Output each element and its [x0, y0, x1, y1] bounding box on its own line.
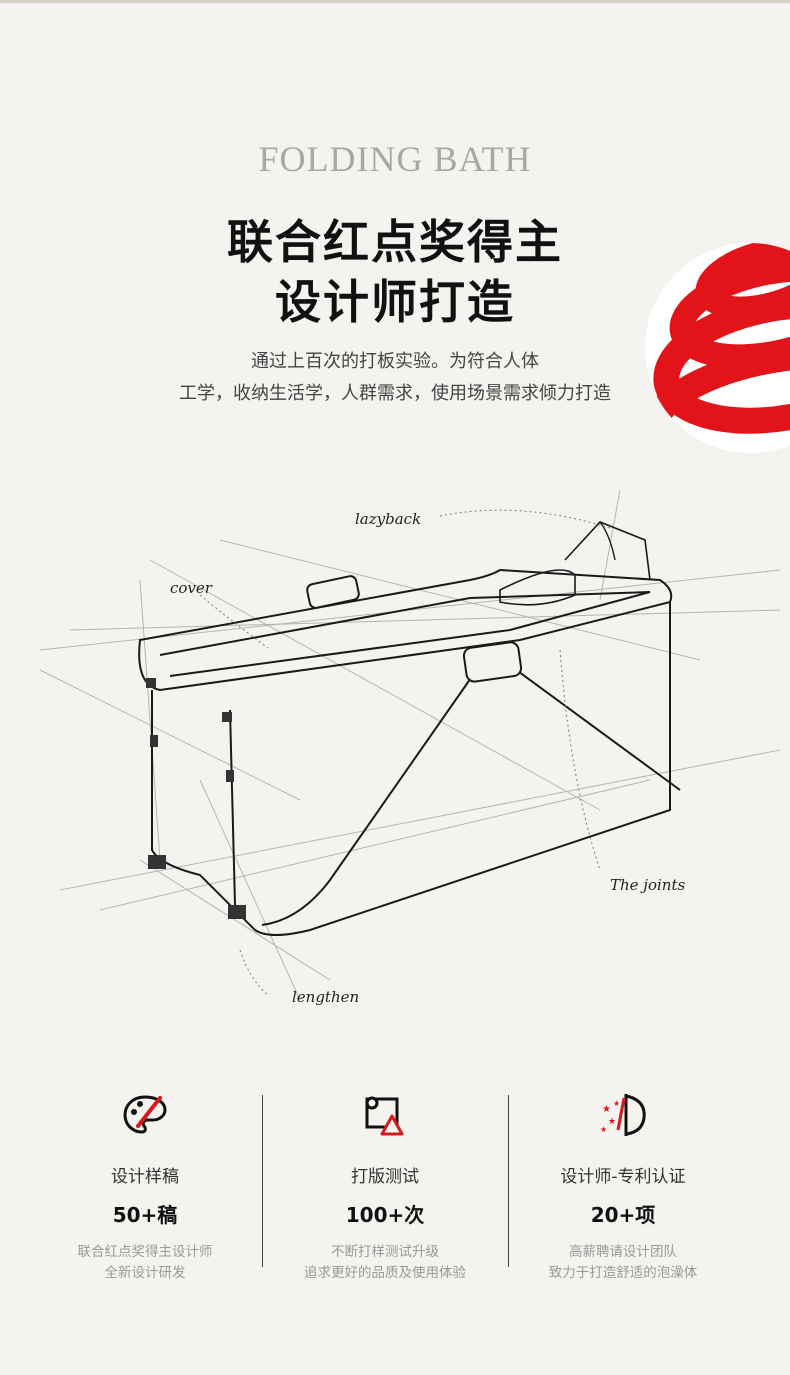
top-border-line — [0, 0, 790, 3]
divider-1 — [262, 1095, 263, 1267]
feature-sub: 联合红点奖得主设计师 全新设计研发 — [22, 1242, 268, 1284]
feature-sub: 不断打样测试升级 追求更好的品质及使用体验 — [262, 1242, 508, 1284]
feature-sample-testing: 打版测试 100+次 不断打样测试升级 追求更好的品质及使用体验 — [262, 1090, 508, 1284]
english-title: FOLDING BATH — [258, 139, 532, 179]
patent-certification-icon: ★ ★ ★ ★ — [600, 1094, 646, 1136]
red-dot-award-logo-icon — [645, 243, 790, 453]
feature-sub-line-2: 全新设计研发 — [104, 1265, 186, 1281]
shapes-test-icon — [365, 1096, 404, 1136]
folding-bath-sketch: lazyback cover The joints lengthen — [39, 489, 781, 1006]
feature-design-drafts: 设计样稿 50+稿 联合红点奖得主设计师 全新设计研发 — [22, 1090, 268, 1284]
chinese-title-line-2: 设计师打造 — [275, 275, 515, 329]
feature-count: 100+次 — [345, 1203, 425, 1227]
label-cover: cover — [170, 579, 213, 597]
svg-text:★: ★ — [602, 1104, 611, 1115]
description: 通过上百次的打板实验。为符合人体 工学，收纳生活学，人群需求，使用场景需求倾力打… — [0, 346, 790, 410]
design-palette-icon — [123, 1095, 167, 1134]
label-the-joints: The joints — [610, 876, 685, 894]
svg-text:★: ★ — [600, 1125, 607, 1134]
feature-sub-line-1: 联合红点奖得主设计师 — [77, 1244, 213, 1260]
label-lazyback: lazyback — [355, 510, 421, 528]
feature-count: 50+稿 — [112, 1203, 178, 1227]
feature-sub: 高薪聘请设计团队 致力于打造舒适的泡澡体 — [500, 1242, 746, 1284]
feature-count: 20+项 — [590, 1203, 656, 1227]
description-line-2: 工学，收纳生活学，人群需求，使用场景需求倾力打造 — [179, 383, 611, 404]
svg-text:★: ★ — [613, 1099, 620, 1108]
feature-patent-certification: ★ ★ ★ ★ 设计师-专利认证 20+项 高薪聘请设计团队 致力于打造舒适的泡… — [500, 1090, 746, 1284]
chinese-title: 联合红点奖得主 设计师打造 — [0, 212, 790, 332]
feature-name: 设计样稿 — [111, 1167, 179, 1187]
feature-name: 打版测试 — [351, 1167, 419, 1187]
feature-sub-line-1: 不断打样测试升级 — [331, 1244, 439, 1260]
svg-text:★: ★ — [608, 1117, 616, 1127]
chinese-title-line-1: 联合红点奖得主 — [227, 215, 563, 269]
description-line-1: 通过上百次的打板实验。为符合人体 — [251, 351, 539, 372]
divider-2 — [508, 1095, 509, 1267]
label-lengthen: lengthen — [292, 988, 359, 1006]
feature-name: 设计师-专利认证 — [560, 1167, 686, 1187]
feature-sub-line-2: 追求更好的品质及使用体验 — [304, 1265, 466, 1281]
features-row: 设计样稿 50+稿 联合红点奖得主设计师 全新设计研发 打版测试 100+次 不… — [0, 1090, 790, 1290]
feature-sub-line-1: 高薪聘请设计团队 — [569, 1244, 677, 1260]
feature-sub-line-2: 致力于打造舒适的泡澡体 — [548, 1265, 698, 1281]
